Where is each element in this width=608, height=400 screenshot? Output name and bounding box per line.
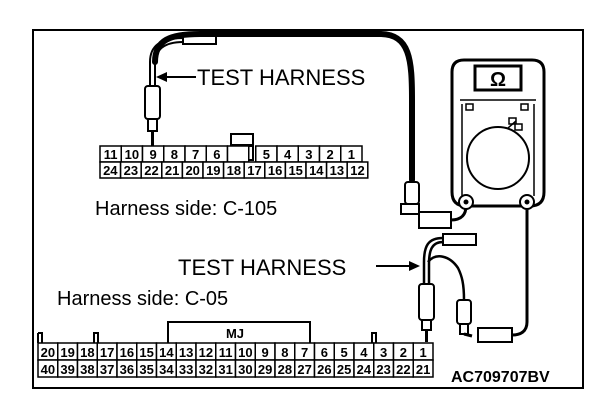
pin-number: 12 (199, 345, 213, 360)
pin-number: 30 (238, 362, 252, 377)
bottom-test-harness-label: TEST HARNESS (178, 255, 346, 280)
pin-number: 8 (171, 147, 178, 162)
multimeter-rotary-dial (466, 126, 530, 190)
pin-number: 18 (80, 345, 94, 360)
bottom-probe-handle (418, 283, 435, 321)
left-meter-plug (404, 181, 420, 205)
pin-number: 15 (139, 345, 153, 360)
pin-number: 9 (262, 345, 269, 360)
pin-number: 23 (376, 362, 390, 377)
figure-code: AC709707BV (451, 369, 550, 386)
pin-number: 34 (159, 362, 174, 377)
pin-number: 11 (104, 147, 118, 162)
connector-cavity (346, 161, 369, 179)
pin-number: 7 (192, 147, 199, 162)
pin-number: 26 (317, 362, 331, 377)
connector-c05-mj-key (167, 321, 311, 343)
pin-number: 24 (103, 163, 118, 178)
pin-number: 8 (281, 345, 288, 360)
pin-number: 31 (218, 362, 232, 377)
pin-number: 23 (124, 163, 138, 178)
pin-number: 4 (360, 345, 368, 360)
pin-number: 21 (165, 163, 179, 178)
pin-number: 37 (100, 362, 114, 377)
ohm-symbol: Ω (490, 69, 506, 91)
harness-side-c05-label: Harness side: C-05 (57, 288, 228, 310)
pin-number: 29 (258, 362, 272, 377)
multimeter: Ω (450, 58, 546, 210)
connector-c105-latch (230, 133, 254, 146)
pin-number: 10 (238, 345, 252, 360)
right-meter-lead (511, 210, 529, 337)
pin-number: 2 (400, 345, 407, 360)
pin-number: 17 (247, 163, 261, 178)
top-harness-arrowhead (156, 72, 167, 82)
pin-number: 35 (139, 362, 153, 377)
pin-number: 33 (179, 362, 193, 377)
top-test-harness-label: TEST HARNESS (197, 65, 365, 90)
pin-number: 14 (309, 163, 324, 178)
pin-number: 27 (297, 362, 311, 377)
bottom-meter-probe-handle (456, 299, 472, 325)
pin-number: 13 (330, 163, 344, 178)
pin-number: 21 (416, 362, 430, 377)
pin-number: 38 (80, 362, 94, 377)
pin-number: 19 (206, 163, 220, 178)
pin-number: 7 (301, 345, 308, 360)
connector-cavity (226, 145, 250, 163)
pin-number: 18 (227, 163, 241, 178)
pin-number: 6 (321, 345, 328, 360)
pin-number: 20 (185, 163, 199, 178)
pin-number: 15 (288, 163, 302, 178)
pin-number: 2 (327, 147, 334, 162)
pin-number: 1 (348, 147, 355, 162)
pin-number: 16 (120, 345, 134, 360)
connector-c05-housing (37, 332, 377, 343)
pin-number: 1 (420, 345, 427, 360)
pin-number: 25 (337, 362, 351, 377)
pin-number: 3 (380, 345, 387, 360)
mj-label: MJ (226, 326, 244, 341)
pin-number: 19 (60, 345, 74, 360)
pin-number: 11 (219, 345, 233, 360)
connector-c05-bottom-row: 40 39 38 37 36 35 34 33 32 31 30 29 28 27 26 25 24 23 22 21 (37, 359, 434, 378)
connector-cavity (412, 359, 434, 378)
pin-number: 6 (213, 147, 220, 162)
connector-c105-bottom-row: 24 23 22 21 20 19 18 17 16 15 14 13 12 (99, 161, 369, 179)
pin-number: 20 (41, 345, 55, 360)
pin-number: 5 (263, 147, 270, 162)
top-harness-cable (152, 31, 415, 183)
pin-number: 14 (159, 345, 174, 360)
bottom-probe-connector (442, 233, 477, 246)
pin-number: 17 (100, 345, 114, 360)
pin-number: 12 (350, 163, 364, 178)
top-probe-handle (144, 85, 161, 120)
pin-number: 16 (268, 163, 282, 178)
pin-number: 13 (179, 345, 193, 360)
pin-number: 3 (305, 147, 312, 162)
pin-number: 32 (199, 362, 213, 377)
pin-number: 36 (120, 362, 134, 377)
pin-number: 4 (284, 147, 292, 162)
bottom-harness-arrowhead (409, 261, 420, 271)
top-test-harness-probe (144, 32, 217, 146)
pin-number: 5 (341, 345, 348, 360)
pin-number: 10 (125, 147, 139, 162)
pin-number: 24 (357, 362, 372, 377)
pin-number: 28 (278, 362, 292, 377)
pin-number: 9 (150, 147, 157, 162)
pin-number: 22 (144, 163, 158, 178)
bottom-test-harness-probe (376, 233, 477, 342)
pin-number: 40 (41, 362, 55, 377)
harness-side-c105-label: Harness side: C-105 (95, 198, 277, 220)
multimeter-display (473, 64, 523, 92)
pin-number: 22 (396, 362, 410, 377)
pin-number: 39 (60, 362, 74, 377)
